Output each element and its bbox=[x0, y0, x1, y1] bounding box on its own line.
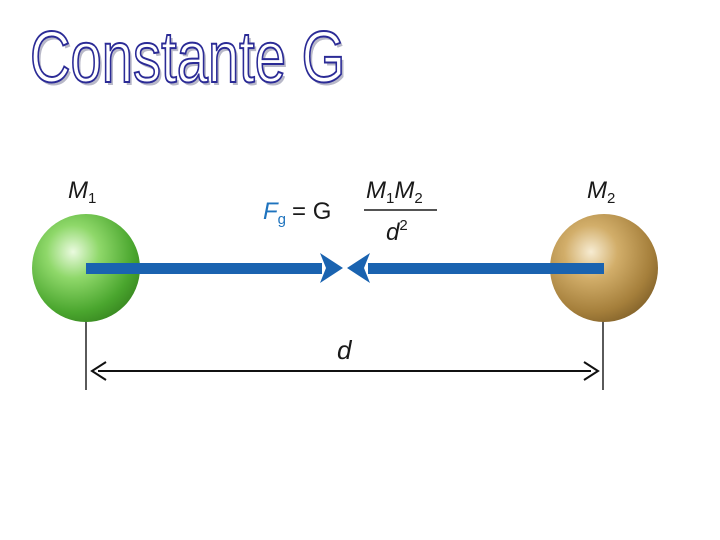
mass-left-label: M1 bbox=[68, 177, 96, 207]
force-arrowhead-left bbox=[320, 253, 343, 283]
distance-label: d bbox=[337, 335, 353, 365]
equation-denominator: d2 bbox=[386, 217, 408, 246]
force-arrowhead-right bbox=[347, 253, 370, 283]
equation-lhs: Fg= G bbox=[263, 198, 331, 228]
equation-numerator: M1M2 bbox=[366, 177, 423, 207]
force-bar-right bbox=[368, 263, 604, 274]
mass-right-label: M2 bbox=[587, 177, 615, 207]
distance-arrowhead-right bbox=[583, 361, 600, 381]
force-bar-left bbox=[86, 263, 322, 274]
distance-arrowhead-left bbox=[90, 361, 107, 381]
slide-title: Constante G bbox=[29, 18, 346, 98]
